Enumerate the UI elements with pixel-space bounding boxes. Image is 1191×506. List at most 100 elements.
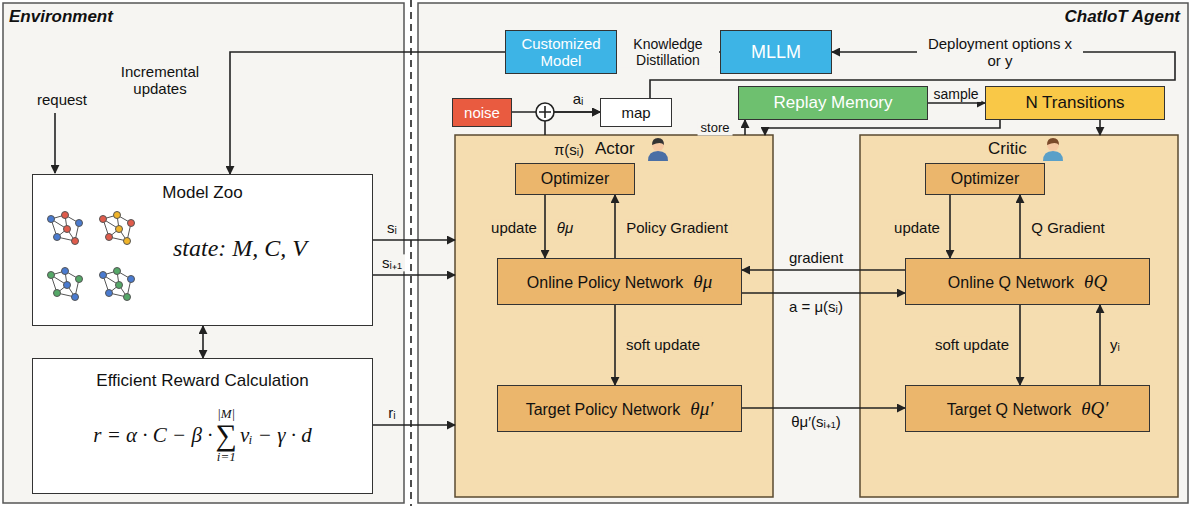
text-row: Target Q Network θQ′ (947, 398, 1109, 420)
node-text: Online Q Network (948, 274, 1074, 292)
process-box: Optimizer (515, 163, 635, 195)
panel: ActorOptimizerOnline Policy Network θμTar… (455, 135, 773, 497)
content-box: Efficient Reward Calculation r = α · C − … (32, 358, 373, 494)
edge-label: sample (930, 86, 981, 102)
connector-arrow (742, 292, 905, 294)
node-text: Actor (595, 139, 635, 159)
node-text: noise (464, 104, 500, 121)
connector-arrow (928, 102, 985, 104)
process-box: Target Policy Network θμ′ (497, 385, 742, 432)
process-box: Optimizer (925, 163, 1045, 195)
edge-label: Incremental updates (107, 63, 213, 98)
sum-plus (539, 106, 551, 118)
edge-label: a = μ(sᵢ) (786, 298, 846, 315)
edge-label: π(sᵢ) (551, 141, 587, 158)
node-text: θμ (693, 271, 712, 293)
edge-label: sᵢ (384, 219, 400, 236)
connector-arrow (1019, 305, 1021, 385)
connector-arrow (765, 120, 1000, 135)
node-text: Target Policy Network (526, 401, 681, 419)
agent-icon (1040, 137, 1066, 161)
formula-row: r = α · C − β ·|M|∑i=1vᵢ − γ · d (33, 407, 372, 463)
node-text: Customized Model (510, 35, 612, 70)
edge-label: sᵢ₊₁ (379, 254, 405, 271)
formula-part: ∑ (216, 420, 237, 450)
free-label: θμ (554, 219, 576, 236)
network-icons (41, 205, 151, 320)
connector-arrow (1099, 120, 1101, 135)
edge-label: gradient (786, 249, 846, 266)
text-row: Online Q Network θQ (948, 271, 1107, 293)
node-text: θQ (1084, 271, 1107, 293)
process-box: Target Q Network θQ′ (905, 385, 1150, 432)
node-text: θQ′ (1081, 398, 1108, 420)
process-box: Replay Memory (738, 86, 928, 120)
connector-arrow (742, 269, 905, 271)
connector-arrow (1019, 195, 1021, 258)
formula-part: r = α · C − β · (93, 423, 212, 448)
process-box: noise (452, 98, 512, 127)
connector-arrow (373, 274, 455, 276)
connector-arrow (742, 407, 905, 409)
connector-arrow (1099, 305, 1101, 385)
sum-symbol (536, 103, 554, 121)
node-text: MLLM (751, 42, 801, 63)
process-box: Online Q Network θQ (905, 258, 1150, 305)
node-text: Environment (9, 7, 113, 27)
process-box: Online Policy Network θμ (497, 258, 742, 305)
edge-label: Policy Gradient (623, 219, 731, 236)
formula-part: i=1 (217, 450, 236, 463)
divider-line (410, 0, 412, 506)
panel-ground (860, 135, 1178, 497)
process-box: N Transitions (985, 86, 1165, 120)
panel-ground (418, 3, 1188, 503)
edge-label: Q Gradient (1028, 219, 1107, 236)
panel: CriticOptimizerOnline Q Network θQ Target … (860, 135, 1178, 497)
node-text: N Transitions (1025, 93, 1124, 113)
panel-ground (3, 3, 404, 503)
node-text: state: M, C, V (173, 235, 307, 262)
node-text: Online Policy Network (527, 274, 684, 292)
node-text: Optimizer (541, 170, 609, 188)
edge-label: soft update (623, 336, 703, 353)
connector-arrow (614, 305, 616, 385)
node-text: Critic (988, 139, 1027, 159)
edge-label: yᵢ (1107, 336, 1123, 353)
node-text: ChatIoT Agent (1064, 7, 1180, 27)
process-box: MLLM (720, 30, 832, 74)
edge-label: soft update (932, 336, 1012, 353)
edge-label: aᵢ (570, 90, 587, 107)
node-text: Replay Memory (773, 93, 892, 113)
content-box: Model Zoo state: M, C, V (32, 174, 373, 326)
edge-label: θμ′(sᵢ₊₁) (788, 413, 844, 430)
agent-icon (645, 137, 671, 161)
edge-label: update (891, 219, 943, 236)
connector-arrow (744, 120, 746, 135)
panel-ground (455, 135, 773, 497)
node-text: θμ′ (690, 398, 713, 420)
connector-arrow (202, 326, 204, 358)
panel-group (3, 3, 1188, 503)
sum-limits: |M|∑i=1 (216, 407, 237, 463)
connector-arrow (373, 239, 455, 241)
free-label: request (34, 91, 90, 108)
edge-label: Knowledge Distillation (617, 36, 719, 68)
node-text: Model Zoo (33, 183, 372, 203)
process-box: map (600, 98, 672, 127)
process-box: Customized Model (505, 30, 617, 74)
edge-label: store (698, 121, 733, 136)
node-text: Optimizer (951, 170, 1019, 188)
node-text: Efficient Reward Calculation (33, 371, 372, 391)
request-arrow (54, 113, 56, 173)
formula-part: vᵢ − γ · d (240, 423, 312, 448)
node-text: Target Q Network (947, 401, 1071, 419)
edge-label: update (488, 219, 540, 236)
connector-arrow (614, 195, 616, 258)
connector-arrow (544, 195, 546, 258)
text-row: Target Policy Network θμ′ (526, 398, 714, 420)
text-row: Online Policy Network θμ (527, 271, 712, 293)
connector-arrow (949, 195, 951, 258)
edge-label: Deployment options x or y (917, 35, 1083, 70)
connector-arrow (373, 424, 455, 426)
formula-part: |M| (217, 407, 235, 420)
